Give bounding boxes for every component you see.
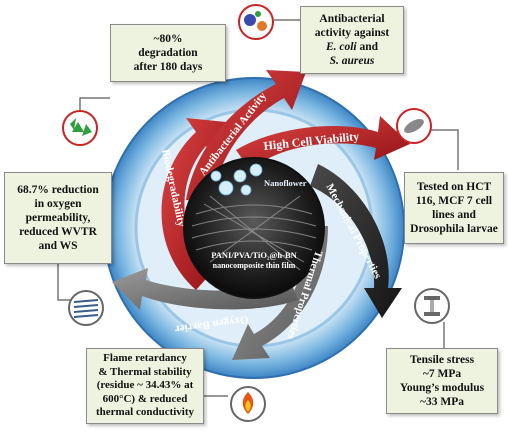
cells-line4: Drosophila larvae [410,223,498,235]
thermal-line5: thermal conductivity [95,406,195,419]
box-cells: Tested on HCT 116, MCF 7 cell lines and … [404,172,504,244]
tensile-test-icon [414,288,450,324]
arrow-mechanical [310,164,402,318]
arrow-biodegradability [161,118,226,290]
cell-icon [396,108,432,144]
box-antibacterial: Antibacterial activity against E. coli a… [300,6,404,74]
arrow-oxygen [112,268,298,310]
cells-line2: 116, MCF 7 cell [415,195,493,207]
core-film [183,157,325,299]
degradation-line2: degradation [138,47,198,59]
film-label-line2: nanocomposite thin film [213,261,296,270]
thermal-line1: Flame retardancy [103,352,187,365]
box-thermal: Flame retardancy & Thermal stability (re… [86,348,204,424]
degradation-line1: ~80% [153,33,183,45]
oxygen-line5: and WS [38,240,78,252]
mechanical-line2: ~7 MPa [422,368,462,380]
film-layers-icon [68,290,104,326]
ecoli-text: E. coli [325,41,357,53]
and-text: and [356,41,379,53]
antibacterial-line4: S. aureus [330,54,375,68]
flame-icon [230,386,266,422]
nanoflower-clusters [210,163,263,196]
cells-line3: lines and [432,209,476,221]
box-degradation: ~80% degradation after 180 days [110,24,226,82]
recycle-icon [62,110,98,146]
antibacterial-line2: activity against [314,27,390,39]
bacteria-icon [238,4,274,40]
saureus-text: S. aureus [329,55,375,67]
oxygen-line2: in oxygen [34,198,82,210]
oxygen-line4: reduced WVTR [19,226,97,238]
nanoflower-label: Nanoflower [264,178,307,188]
mechanical-line3: Young’s modulus [399,382,485,394]
thermal-line4: 600°C) & reduced [102,392,188,405]
box-oxygen: 68.7% reduction in oxygen permeability, … [4,172,112,264]
oxygen-line1: 68.7% reduction [17,184,99,196]
oxygen-line3: permeability, [25,212,91,224]
cells-line1: Tested on HCT [416,181,492,193]
antibacterial-line1: Antibacterial [319,13,385,25]
mechanical-line1: Tensile stress [409,354,475,366]
thermal-line3: (residue ~ 34.43% at [96,379,194,392]
film-label-line1: PANI/PVA/TiO₂@h-BN [211,250,297,260]
mechanical-line4: ~33 MPa [420,396,464,408]
antibacterial-line3: E. coli and [326,40,378,54]
degradation-line3: after 180 days [133,61,203,73]
box-mechanical: Tensile stress ~7 MPa Young’s modulus ~3… [386,348,498,414]
arrow-cell-viability [236,116,410,170]
thermal-line2: & Thermal stability [98,365,192,378]
nanofiber-texture [191,195,317,271]
